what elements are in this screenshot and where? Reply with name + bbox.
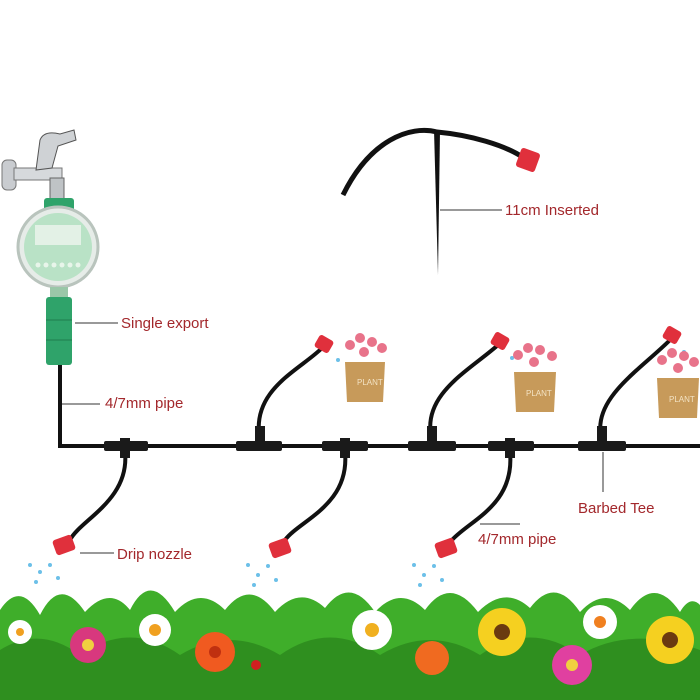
drip-nozzles	[52, 326, 682, 559]
label-barbed-tee: Barbed Tee	[578, 500, 654, 517]
label-main-pipe: 4/7mm pipe	[105, 395, 183, 412]
label-branch-pipe: 4/7mm pipe	[478, 531, 556, 548]
label-11cm-inserted: 11cm Inserted	[505, 202, 599, 219]
plant-pot: PLANT	[513, 343, 557, 412]
branch-pipes	[68, 338, 672, 542]
pot-label: PLANT	[357, 378, 383, 387]
water-timer-icon	[16, 198, 100, 365]
label-single-export: Single export	[121, 315, 209, 332]
pot-label: PLANT	[526, 389, 552, 398]
plant-pot: PLANT	[345, 333, 387, 402]
flowers	[8, 605, 694, 685]
stake-dripper-icon	[340, 127, 540, 275]
main-pipe	[58, 365, 700, 448]
pot-label: PLANT	[669, 395, 695, 404]
label-drip-nozzle: Drip nozzle	[117, 546, 192, 563]
grass-border	[0, 590, 700, 700]
plant-pot: PLANT	[657, 348, 699, 418]
faucet-icon	[1, 129, 77, 201]
barbed-tees	[104, 426, 626, 458]
